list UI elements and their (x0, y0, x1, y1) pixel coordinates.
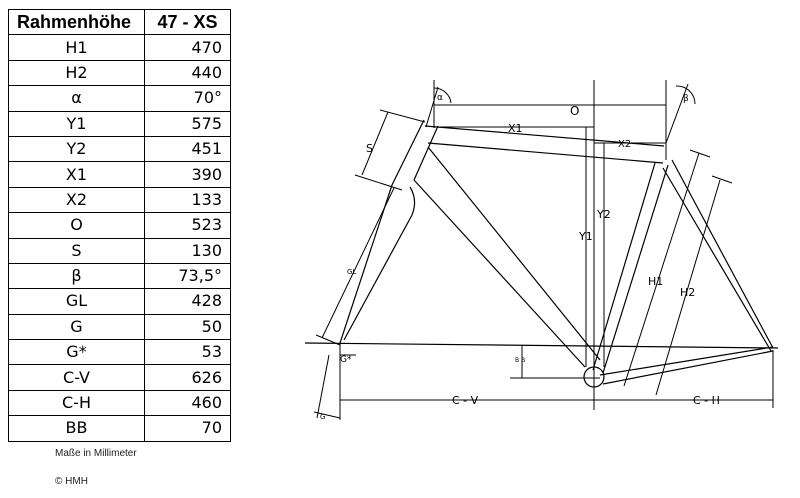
seat-stay-upper (671, 159, 774, 349)
table-header-row: Rahmenhöhe 47 - XS (8, 8, 231, 36)
row-value: 523 (144, 212, 231, 239)
gl-tick-bottom (315, 334, 341, 346)
row-value: 70° (144, 85, 231, 112)
label-o: O (570, 104, 579, 118)
beta-tube-line (665, 83, 689, 144)
h2-tick-top (711, 175, 733, 184)
head-tube-right (413, 125, 439, 181)
chain-stay-upper (599, 346, 774, 376)
h2-dimension-line (655, 179, 721, 396)
down-tube-right (427, 146, 601, 361)
beta-arc (675, 85, 696, 105)
row-label: α (8, 85, 145, 112)
g-rake-line (316, 354, 330, 419)
label-h1: H1 (648, 275, 663, 288)
row-label: C-V (8, 364, 145, 391)
chain-stay-lower (602, 350, 774, 385)
label-cv: C - V (452, 394, 479, 407)
s-tick-top (379, 109, 426, 123)
seat-stay-lower (662, 167, 772, 352)
label-h2: H2 (680, 286, 695, 299)
row-value: 460 (144, 389, 231, 417)
label-y1: Y1 (578, 230, 593, 243)
header-size-value: 47 - XS (144, 8, 231, 36)
row-value: 53 (144, 339, 231, 366)
label-y2: Y2 (596, 208, 611, 221)
row-value: 470 (144, 34, 231, 61)
row-value: 70 (144, 415, 231, 442)
row-value: 575 (144, 110, 231, 137)
alpha-tube-line (425, 86, 439, 128)
seat-tube-right (602, 164, 669, 374)
label-beta: β (683, 94, 689, 104)
row-label: X1 (8, 161, 145, 188)
top-tube-lower (427, 142, 664, 164)
fork-right (343, 186, 416, 341)
s-dimension-line (361, 111, 389, 176)
header-frame-size: Rahmenhöhe (8, 8, 145, 36)
row-label: β (8, 262, 145, 290)
label-alpha: α (437, 93, 443, 103)
label-g-star: G* (340, 355, 352, 365)
units-note: Maße in Millimeter (55, 448, 137, 459)
row-value: 133 (144, 186, 231, 214)
alpha-arc (433, 87, 452, 104)
label-s: S (366, 142, 373, 155)
axle-line (304, 342, 779, 349)
label-x1: X1 (508, 122, 523, 135)
gl-dimension-line (321, 187, 395, 339)
label-g: G (320, 413, 325, 421)
label-x2: X2 (618, 139, 631, 150)
row-label: BB (8, 415, 145, 442)
row-value: 390 (144, 161, 231, 188)
row-label: C-H (8, 389, 145, 417)
row-value: 440 (144, 59, 231, 87)
down-tube-left (413, 179, 586, 368)
g-dimension-line (313, 411, 341, 419)
row-value: 50 (144, 313, 231, 341)
s-tick-bottom (354, 174, 403, 191)
label-gl: GL (347, 268, 356, 276)
seat-tube-left (592, 162, 656, 371)
table-row: G*53 (8, 339, 231, 366)
h1-tick-top (689, 149, 711, 158)
row-label: GL (8, 288, 145, 315)
row-value: 73,5° (144, 262, 231, 290)
h1-dimension-line (623, 152, 700, 387)
copyright-note: © HMH (55, 476, 88, 487)
head-tube-left (391, 119, 425, 186)
label-bb: B B (515, 357, 525, 364)
label-ch: C - H (693, 394, 720, 407)
